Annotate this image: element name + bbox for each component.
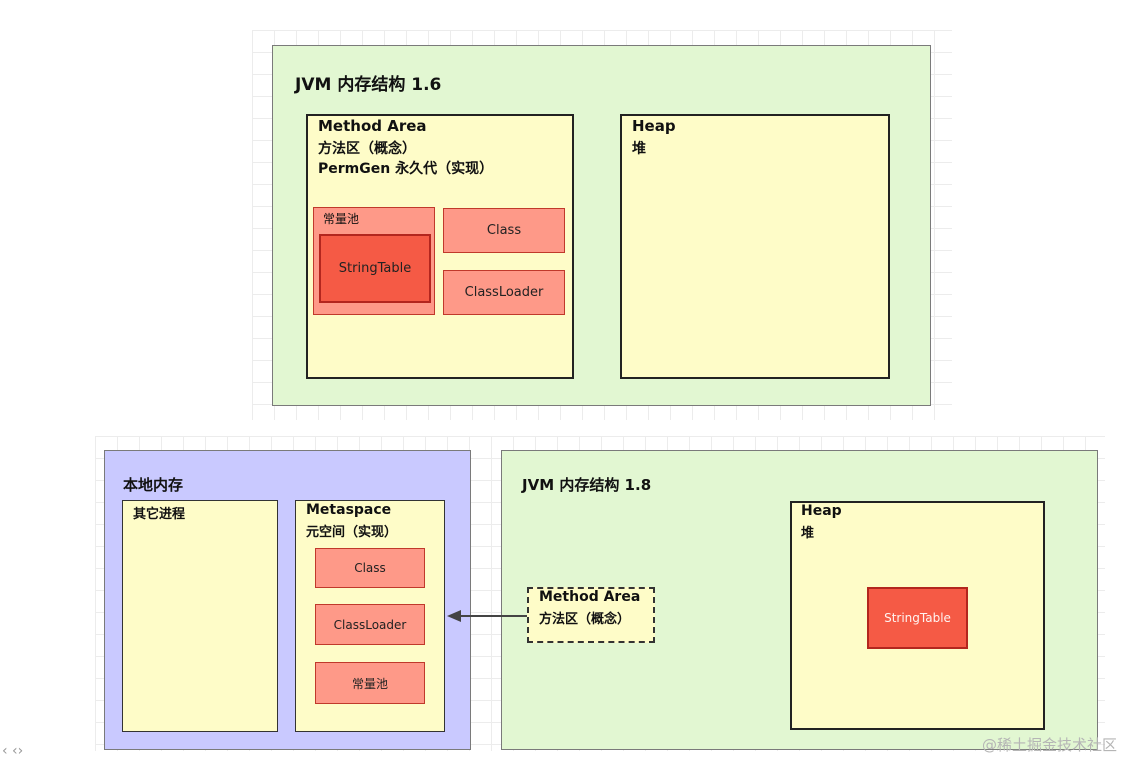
native-memory-title: 本地内存 (123, 476, 184, 494)
jvm16-constant-pool-label: 常量池 (323, 212, 360, 226)
jvm18-method-area (527, 587, 655, 643)
jvm16-heap-subtitle: 堆 (632, 141, 646, 157)
jvm18-method-area-title: Method Area (539, 589, 641, 605)
watermark: @稀土掘金技术社区 (981, 736, 1117, 754)
other-process-label: 其它进程 (133, 507, 186, 522)
other-process-box (122, 500, 278, 732)
metaspace-classloader-box: ClassLoader (315, 604, 425, 645)
metaspace-subtitle: 元空间（实现） (306, 525, 398, 540)
jvm16-classloader-box: ClassLoader (443, 270, 565, 315)
jvm16-heap-title: Heap (632, 117, 676, 135)
corner-mark: ‹ ‹› (2, 743, 24, 759)
metaspace-constant-pool-box: 常量池 (315, 662, 425, 704)
jvm16-heap (620, 114, 890, 379)
metaspace-title: Metaspace (306, 502, 392, 518)
jvm16-method-area-subtitle2: PermGen 永久代（实现） (318, 161, 494, 177)
metaspace-class-box: Class (315, 548, 425, 588)
jvm18-method-area-subtitle: 方法区（概念） (539, 612, 631, 627)
jvm18-heap-subtitle: 堆 (801, 526, 815, 541)
jvm18-heap-title: Heap (801, 503, 842, 519)
jvm16-title: JVM 内存结构 1.6 (295, 75, 442, 95)
jvm16-class-box: Class (443, 208, 565, 253)
jvm16-method-area-subtitle1: 方法区（概念） (318, 141, 416, 157)
jvm16-string-table: StringTable (319, 234, 431, 303)
jvm16-method-area-title: Method Area (318, 117, 427, 135)
jvm18-title: JVM 内存结构 1.8 (522, 476, 652, 494)
jvm18-string-table: StringTable (867, 587, 968, 649)
